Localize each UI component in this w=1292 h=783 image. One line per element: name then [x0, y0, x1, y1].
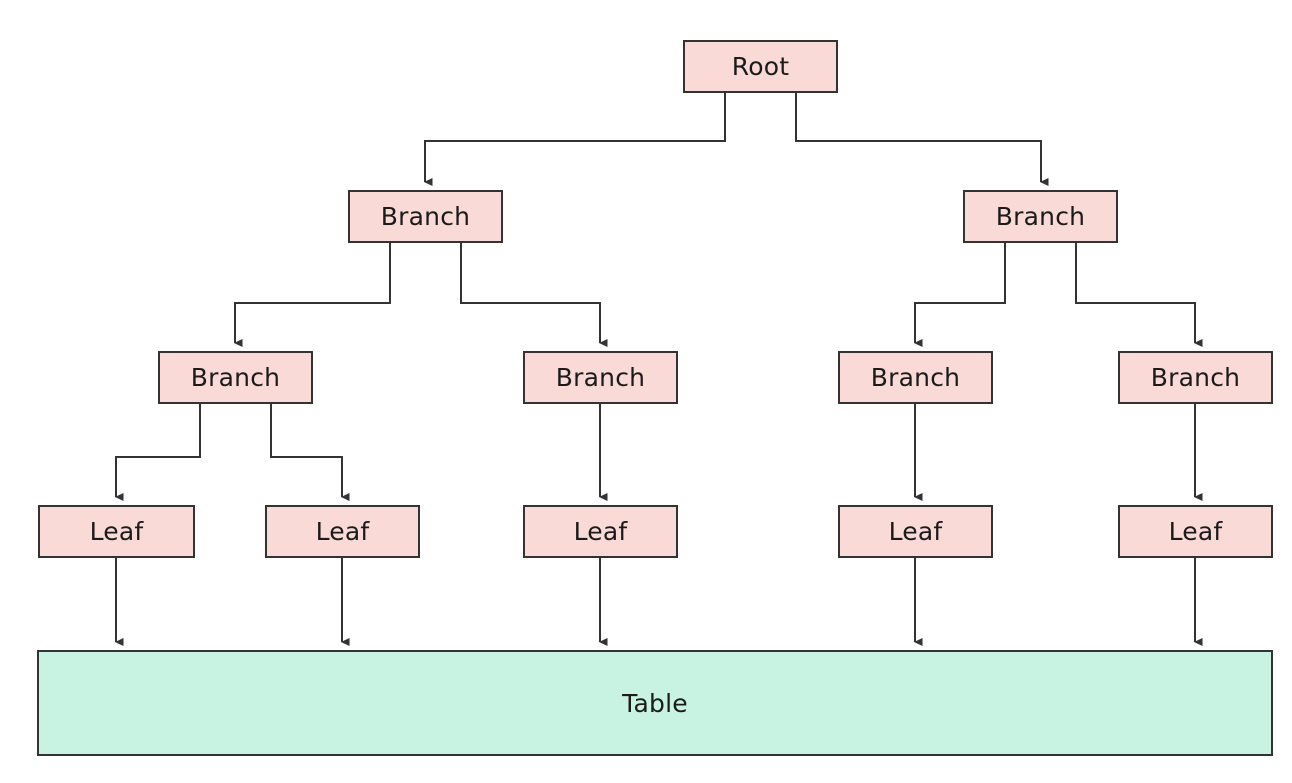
- edge-b2-to-b2a: [913, 243, 1006, 348]
- node-label-b1b: Branch: [555, 363, 646, 392]
- edge-root-to-b2: [795, 93, 1049, 187]
- node-b1[interactable]: Branch: [348, 190, 503, 243]
- node-leaf3[interactable]: Leaf: [523, 505, 678, 558]
- node-label-b1: Branch: [380, 202, 471, 231]
- node-label-leaf1: Leaf: [89, 517, 144, 546]
- node-root[interactable]: Root: [683, 40, 838, 93]
- node-label-leaf2: Leaf: [315, 517, 370, 546]
- node-label-leaf5: Leaf: [1168, 517, 1223, 546]
- edge-b1-to-b1b: [460, 243, 608, 348]
- node-b1a[interactable]: Branch: [158, 351, 313, 404]
- node-b2[interactable]: Branch: [963, 190, 1118, 243]
- edge-b1-to-b1a: [233, 243, 391, 348]
- node-leaf4[interactable]: Leaf: [838, 505, 993, 558]
- node-label-leaf3: Leaf: [573, 517, 628, 546]
- node-leaf2[interactable]: Leaf: [265, 505, 420, 558]
- node-label-b2b: Branch: [1150, 363, 1241, 392]
- edge-b2-to-b2b: [1075, 243, 1203, 348]
- node-label-table: Table: [622, 688, 688, 718]
- node-b2a[interactable]: Branch: [838, 351, 993, 404]
- node-label-b1a: Branch: [190, 363, 281, 392]
- node-label-b2: Branch: [995, 202, 1086, 231]
- node-table[interactable]: Table: [37, 650, 1273, 756]
- edge-b1a-to-leaf1: [114, 404, 201, 502]
- node-leaf1[interactable]: Leaf: [38, 505, 195, 558]
- node-b2b[interactable]: Branch: [1118, 351, 1273, 404]
- node-label-root: Root: [731, 52, 790, 81]
- node-b1b[interactable]: Branch: [523, 351, 678, 404]
- node-leaf5[interactable]: Leaf: [1118, 505, 1273, 558]
- node-label-b2a: Branch: [870, 363, 961, 392]
- edge-b1a-to-leaf2: [270, 404, 350, 502]
- node-label-leaf4: Leaf: [888, 517, 943, 546]
- edge-root-to-b1: [423, 93, 726, 187]
